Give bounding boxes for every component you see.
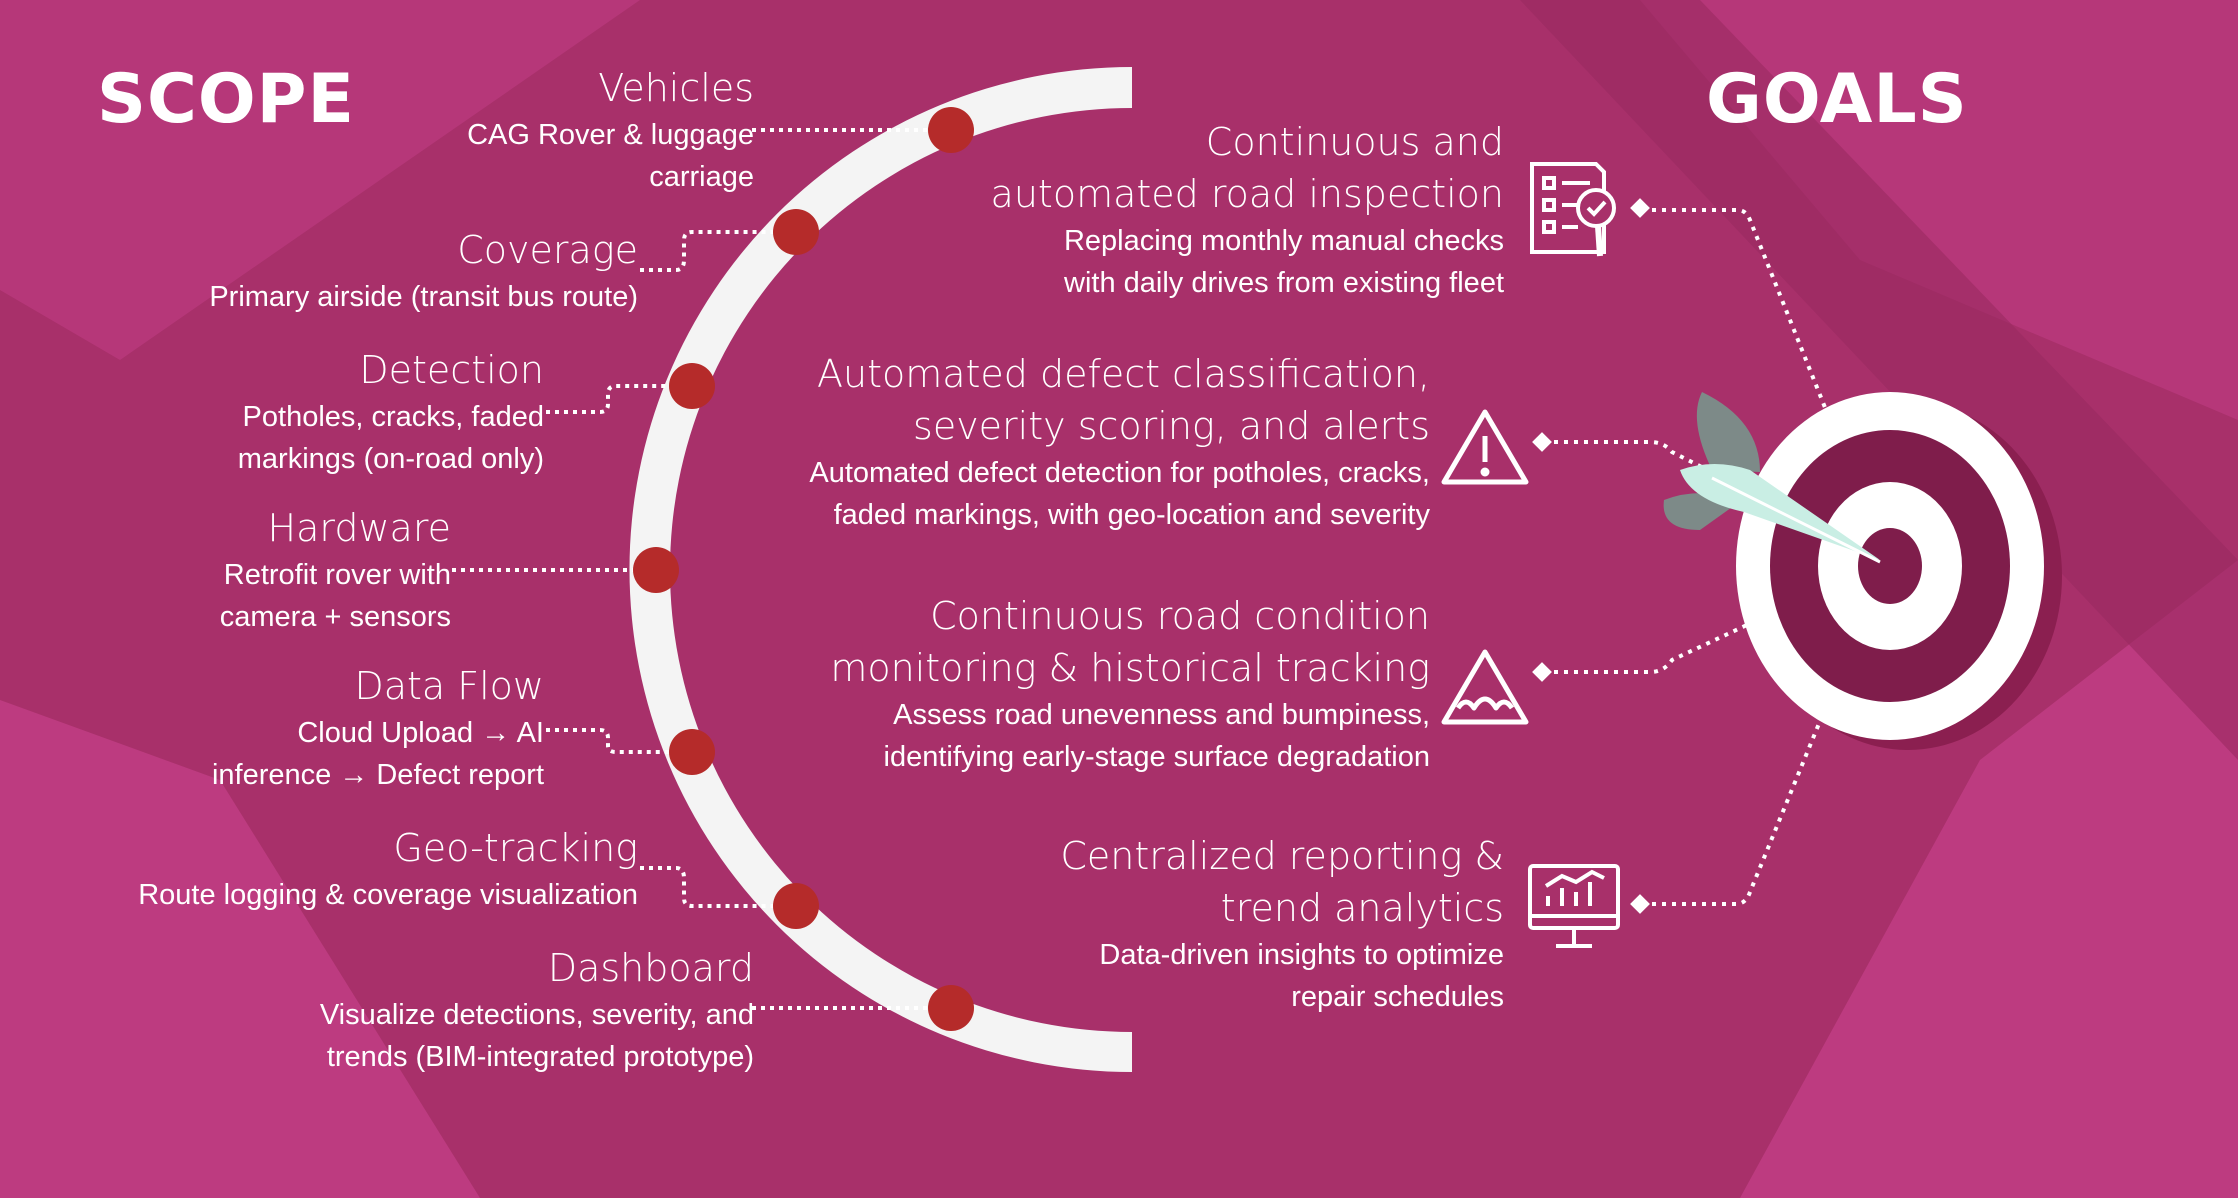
goal-item-classification: Automated defect classification, severit… [809, 348, 1430, 536]
goal-item-desc-line: Replacing monthly manual checks [1063, 225, 1504, 257]
scope-item-desc-line: Route logging & coverage visualization [138, 879, 638, 911]
goal-item-title-line: automated road inspection [990, 172, 1504, 216]
goal-item-inspection: Continuous and automated road inspection… [991, 116, 1504, 304]
scope-item-detection: Detection Potholes, cracks, faded markin… [238, 344, 544, 480]
scope-item-title: Data Flow [354, 664, 544, 708]
scope-item-geo-tracking: Geo-tracking Route logging & coverage vi… [138, 822, 638, 916]
scope-item-desc-line: Potholes, cracks, faded [242, 401, 544, 433]
scope-item-desc-line: trends (BIM-integrated prototype) [326, 1041, 754, 1073]
scope-item-title: Hardware [267, 506, 451, 550]
scope-item-hardware: Hardware Retrofit rover with camera + se… [220, 502, 451, 638]
scope-item-coverage: Coverage Primary airside (transit bus ro… [209, 224, 638, 318]
scope-item-title: Vehicles [598, 66, 754, 110]
scope-item-title: Dashboard [547, 946, 754, 990]
bg-shape-bottom-left [0, 700, 480, 1198]
goals-heading: GOALS [1706, 60, 1968, 139]
scope-heading: SCOPE [97, 60, 355, 139]
scope-item-desc-line: Primary airside (transit bus route) [209, 281, 638, 313]
bg-shape-top-left [0, 0, 640, 360]
bg-shape-bottom-right [1740, 560, 2238, 1198]
goal-item-monitoring: Continuous road condition monitoring & h… [830, 590, 1430, 778]
goal-item-desc-line: repair schedules [1291, 981, 1504, 1013]
scope-item-data-flow: Data Flow Cloud Upload → AI inference → … [212, 660, 544, 796]
goal-item-desc-line: Data-driven insights to optimize [1099, 939, 1504, 971]
goal-item-desc-line: identifying early-stage surface degradat… [883, 741, 1431, 773]
goal-item-desc-line: Automated defect detection for potholes,… [809, 457, 1430, 489]
goal-item-desc-line: with daily drives from existing fleet [1064, 267, 1504, 299]
goal-item-reporting: Centralized reporting & trend analytics … [1060, 830, 1504, 1018]
scope-item-title: Coverage [457, 228, 638, 272]
scope-item-desc-line: camera + sensors [219, 601, 451, 633]
scope-item-desc-line: markings (on-road only) [237, 443, 544, 475]
scope-item-desc-line: carriage [649, 161, 754, 193]
scope-item-desc-line: inference → Defect report [211, 759, 544, 791]
goal-item-desc-line: faded markings, with geo-location and se… [833, 499, 1430, 531]
scope-item-title: Detection [359, 348, 544, 392]
scope-item-title: Geo-tracking [393, 826, 638, 870]
goal-item-title-line: Continuous and [1205, 120, 1504, 164]
scope-item-desc-line: Cloud Upload → AI [297, 717, 544, 749]
goal-item-title-line: Automated defect classification, [816, 352, 1430, 396]
scope-item-dashboard: Dashboard Visualize detections, severity… [320, 942, 754, 1078]
goal-item-title-line: Continuous road condition [930, 594, 1430, 638]
goal-item-desc-line: Assess road unevenness and bumpiness, [893, 699, 1430, 731]
goal-item-title-line: Centralized reporting & [1060, 834, 1504, 878]
goal-item-title-line: severity scoring, and alerts [913, 404, 1430, 448]
goal-item-title-line: monitoring & historical tracking [830, 646, 1430, 690]
scope-item-vehicles: Vehicles CAG Rover & luggage carriage [467, 62, 754, 198]
goal-item-title-line: trend analytics [1220, 886, 1504, 930]
scope-item-desc-line: Visualize detections, severity, and [319, 999, 754, 1031]
scope-item-desc-line: CAG Rover & luggage [467, 119, 754, 151]
scope-item-desc-line: Retrofit rover with [223, 559, 451, 591]
